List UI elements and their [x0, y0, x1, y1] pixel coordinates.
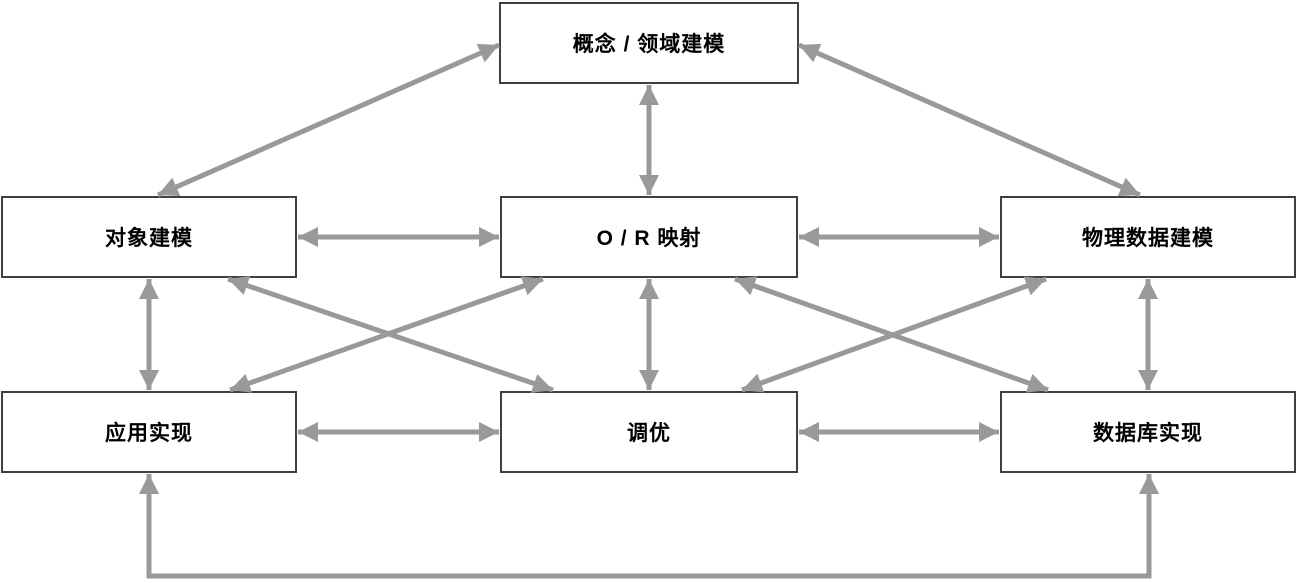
node-physical-data-modeling-label: 物理数据建模: [1082, 227, 1214, 250]
node-database-implementation-label: 数据库实现: [1093, 422, 1203, 445]
node-object-modeling: 对象建模: [1, 196, 297, 278]
edge-concept-physical-data-modeling: [797, 42, 1142, 198]
edge-object-modeling-tuning: [227, 276, 554, 393]
node-database-implementation: 数据库实现: [1000, 391, 1296, 473]
node-concept-domain-modeling-label: 概念 / 领域建模: [572, 33, 726, 56]
node-or-mapping-label: O / R 映射: [596, 227, 702, 250]
edge-physical-data-modeling-tuning: [741, 276, 1047, 393]
node-object-modeling-label: 对象建模: [105, 227, 193, 250]
node-concept-domain-modeling: 概念 / 领域建模: [499, 2, 799, 84]
edge-or-mapping-database-implementation: [734, 276, 1049, 393]
node-application-implementation: 应用实现: [1, 391, 297, 473]
edge-or-mapping-application-implementation: [229, 276, 544, 393]
edge-application-implementation-database-implementation-bottom-route: [139, 474, 1159, 579]
node-or-mapping: O / R 映射: [500, 196, 798, 278]
node-tuning-label: 调优: [627, 422, 671, 445]
node-application-implementation-label: 应用实现: [105, 422, 193, 445]
edge-concept-object-modeling: [156, 42, 501, 198]
node-tuning: 调优: [500, 391, 798, 473]
node-physical-data-modeling: 物理数据建模: [1000, 196, 1296, 278]
